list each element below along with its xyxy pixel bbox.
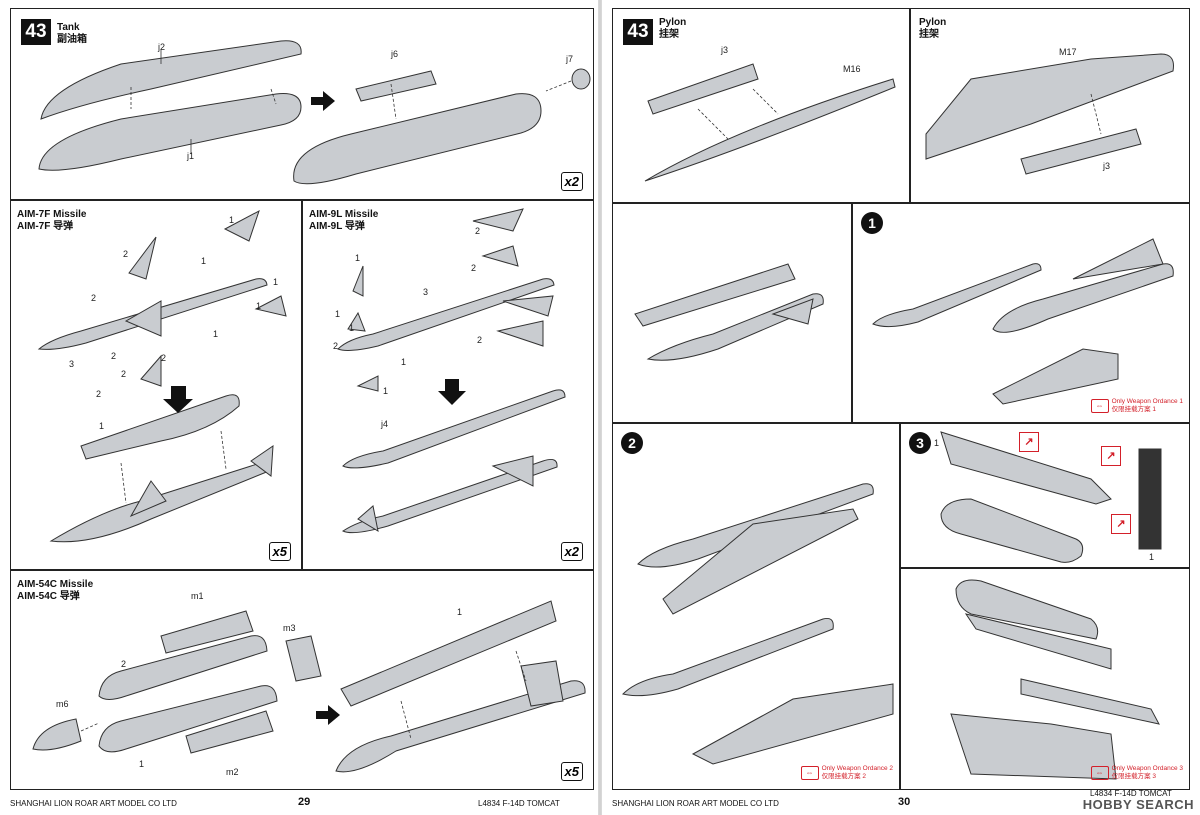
option-number: 3 bbox=[909, 432, 931, 454]
part-label: 1 bbox=[273, 277, 279, 287]
part-label: 1 bbox=[1149, 552, 1155, 562]
part-label: 2 bbox=[91, 293, 97, 303]
part-label: 2 bbox=[121, 659, 127, 669]
option1-drawing bbox=[872, 238, 1174, 405]
label-j7: j7 bbox=[566, 54, 574, 64]
part-label: 1 bbox=[229, 215, 235, 225]
part-label-j3: j3 bbox=[1103, 161, 1111, 171]
warning-icon: ↗ bbox=[1111, 514, 1131, 534]
part-label-m6: m6 bbox=[56, 699, 69, 709]
footer-company: SHANGHAI LION ROAR ART MODEL CO LTD bbox=[612, 799, 779, 808]
part-label: 2 bbox=[477, 335, 483, 345]
label-j1: j1 bbox=[187, 151, 195, 161]
warning-icon: ↗ bbox=[1019, 432, 1039, 452]
option3-detail-drawing bbox=[950, 579, 1160, 780]
substep-pylon-panel bbox=[612, 203, 852, 423]
option2-drawing bbox=[622, 483, 894, 765]
part-label: 2 bbox=[471, 263, 477, 273]
part-label: 2 bbox=[111, 351, 117, 361]
watermark: HOBBY SEARCH bbox=[1082, 797, 1194, 812]
pylon-a-drawing bbox=[644, 63, 896, 182]
pylon-b-drawing bbox=[925, 53, 1174, 175]
part-label: 2 bbox=[475, 226, 481, 236]
part-label: 2 bbox=[333, 341, 339, 351]
page-number: 29 bbox=[298, 796, 311, 808]
footer-code: L4834 F-14D TOMCAT bbox=[1090, 789, 1172, 798]
warning-icon: ↗ bbox=[1101, 446, 1121, 466]
quantity-badge: x2 bbox=[560, 542, 583, 561]
option-number: 1 bbox=[861, 212, 883, 234]
aim9l-drawing bbox=[337, 208, 566, 534]
part-label: 1 bbox=[355, 253, 361, 263]
part-label: 1 bbox=[201, 256, 207, 266]
part-label-m3: m3 bbox=[283, 623, 296, 633]
option3-panel: 3 1 ↗ ↗ ↗ 1 bbox=[900, 423, 1190, 568]
part-label: 2 bbox=[123, 249, 129, 259]
footer-company: SHANGHAI LION ROAR ART MODEL CO LTD bbox=[10, 799, 177, 808]
part-label: 1 bbox=[383, 386, 389, 396]
part-label: 1 bbox=[349, 323, 355, 333]
quantity-badge: x2 bbox=[560, 172, 583, 191]
part-label-m17: M17 bbox=[1059, 47, 1077, 57]
part-label: 1 bbox=[99, 421, 105, 431]
link-icon: ⇔ bbox=[1090, 766, 1109, 780]
page-number: 30 bbox=[898, 796, 911, 808]
part-label: 1 bbox=[335, 309, 341, 319]
part-label-m16: M16 bbox=[843, 64, 861, 74]
part-label: 1 bbox=[934, 438, 940, 448]
aim54c-drawing bbox=[32, 600, 586, 773]
substep-drawing bbox=[634, 263, 824, 361]
link-icon: ⇔ bbox=[1090, 399, 1109, 413]
label-j2: j2 bbox=[158, 42, 166, 52]
part-label: 1 bbox=[139, 759, 145, 769]
part-label-m2: m2 bbox=[226, 767, 239, 777]
part-label: 2 bbox=[121, 369, 127, 379]
part-label-m1: m1 bbox=[191, 591, 204, 601]
part-label: 3 bbox=[69, 359, 75, 369]
footer-code: L4834 F-14D TOMCAT bbox=[478, 799, 560, 808]
option-number: 2 bbox=[621, 432, 643, 454]
part-label: j4 bbox=[381, 419, 389, 429]
label-j6: j6 bbox=[391, 49, 399, 59]
part-label: 3 bbox=[423, 287, 429, 297]
part-label: 2 bbox=[161, 353, 167, 363]
quantity-badge: x5 bbox=[268, 542, 291, 561]
part-label: 1 bbox=[457, 607, 463, 617]
part-label: 1 bbox=[213, 329, 219, 339]
part-label: 2 bbox=[96, 389, 102, 399]
step-number: 43 bbox=[623, 19, 653, 45]
quantity-badge: x5 bbox=[560, 762, 583, 781]
link-icon: ⇔ bbox=[800, 766, 819, 780]
book-spine bbox=[596, 0, 604, 815]
option3-drawing bbox=[940, 431, 1162, 563]
part-label: 1 bbox=[256, 301, 262, 311]
part-label: 1 bbox=[401, 357, 407, 367]
part-label-j3: j3 bbox=[721, 45, 729, 55]
step-number: 43 bbox=[21, 19, 51, 45]
tank-drawing bbox=[38, 40, 591, 185]
aim7f-drawing bbox=[37, 209, 287, 543]
